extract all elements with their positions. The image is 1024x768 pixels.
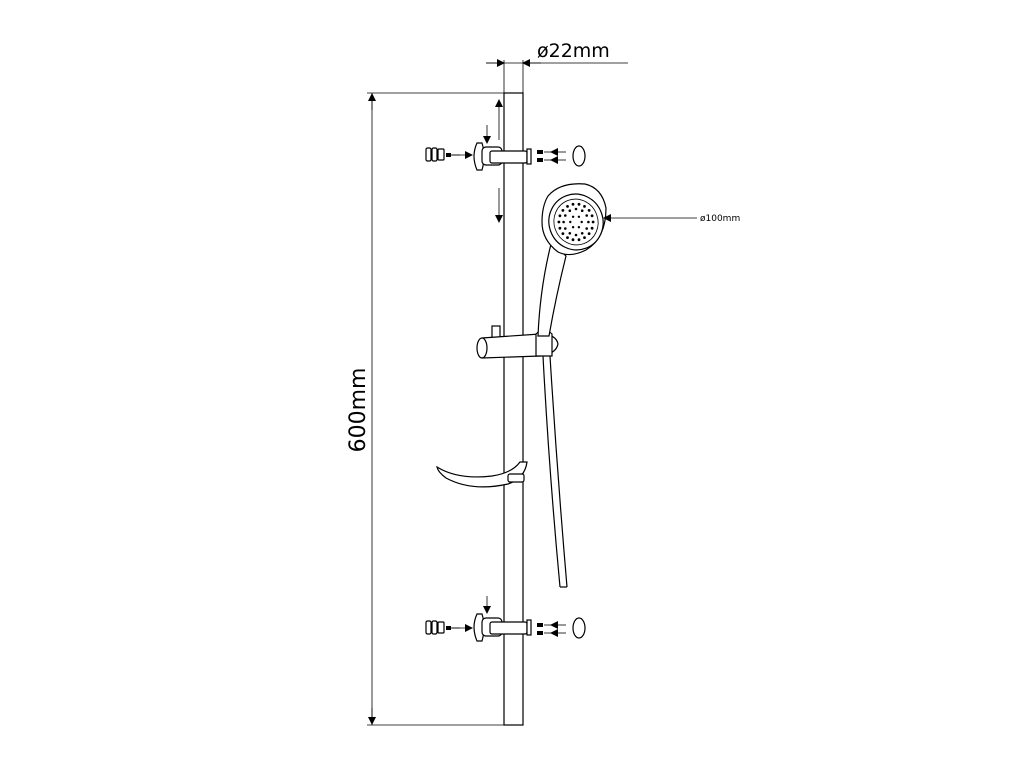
hand-shower: ø100mm	[537, 183, 740, 337]
pipe-diameter-label: ø22mm	[537, 40, 610, 62]
top-wall-bracket	[425, 99, 586, 223]
nozzle-dot	[591, 220, 595, 224]
nozzle-dot	[580, 209, 584, 212]
top-left-anchor-icon	[425, 147, 473, 162]
nozzle-dot	[587, 232, 591, 236]
nozzle-dot	[587, 209, 591, 212]
nozzle-dot	[571, 226, 575, 229]
nozzle-dot	[580, 220, 583, 224]
nozzle-dot	[568, 232, 572, 235]
shower-hose	[542, 355, 568, 588]
nozzle-dot	[577, 215, 581, 218]
nozzle-dot	[585, 214, 588, 217]
nozzle-dot	[590, 214, 594, 218]
bottom-right-screws-icon	[537, 617, 586, 639]
nozzle-dot	[571, 238, 575, 242]
nozzle-dot	[566, 236, 569, 240]
nozzle-dot	[587, 220, 590, 224]
nozzle-dot	[568, 209, 572, 212]
height-dimension: 600mm	[346, 92, 508, 726]
nozzle-dot	[571, 202, 575, 206]
nozzle-dot	[561, 232, 565, 236]
top-right-screws-icon	[537, 145, 586, 167]
nozzle-dot	[564, 214, 567, 217]
nozzle-dot	[558, 226, 562, 230]
nozzle-dot	[577, 226, 581, 229]
nozzle-dot	[561, 209, 565, 212]
nozzle-dot	[583, 236, 586, 240]
nozzle-dot	[583, 205, 586, 208]
nozzle-dot	[580, 232, 584, 235]
nozzle-dot	[569, 220, 572, 224]
nozzle-dot	[564, 227, 567, 230]
nozzle-dot	[574, 233, 578, 237]
nozzle-dot	[558, 214, 562, 218]
spray-nozzles	[557, 202, 595, 242]
nozzle-dot	[577, 202, 581, 206]
head-diameter-label: ø100mm	[700, 214, 740, 224]
nozzle-dot	[585, 227, 588, 230]
bottom-left-anchor-icon	[425, 620, 473, 635]
nozzle-dot	[577, 238, 581, 242]
nozzle-dot	[574, 207, 578, 211]
nozzle-dot	[557, 220, 561, 224]
pipe-diameter-dimension: ø22mm	[486, 40, 628, 95]
soap-dish	[436, 461, 528, 488]
nozzle-dot	[590, 226, 594, 230]
nozzle-dot	[566, 205, 569, 208]
height-label: 600mm	[346, 368, 371, 453]
nozzle-dot	[562, 220, 565, 224]
slide-rail	[503, 92, 524, 726]
nozzle-dot	[571, 215, 575, 218]
bottom-wall-bracket	[425, 596, 586, 642]
